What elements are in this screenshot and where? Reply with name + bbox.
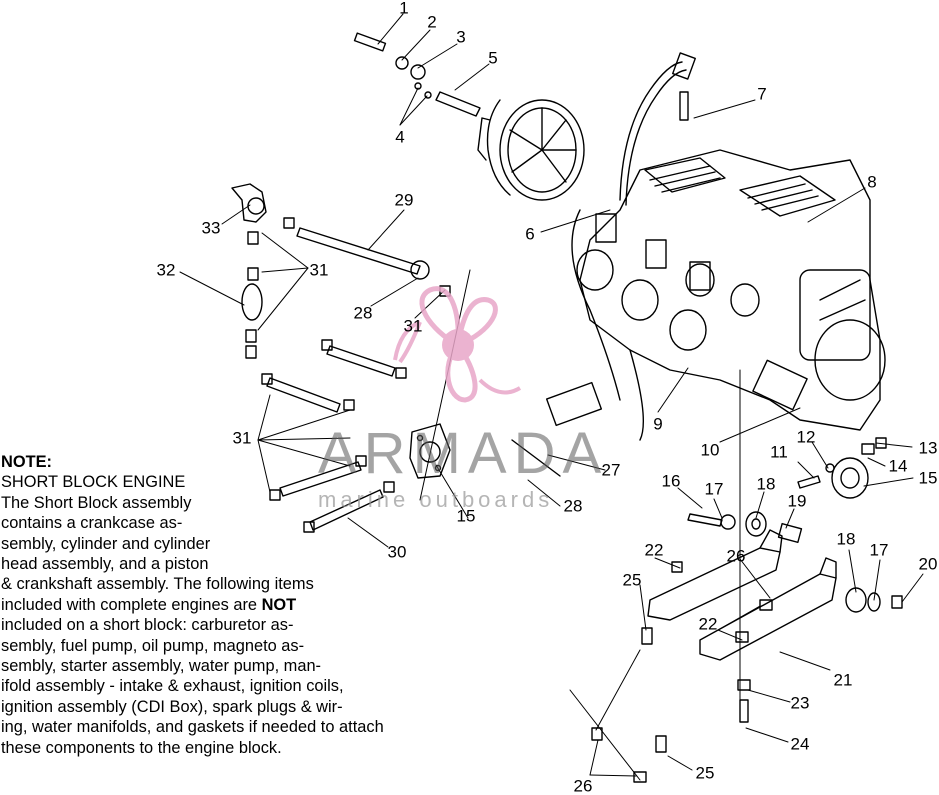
callout-number: 9 (653, 414, 663, 434)
fuel-hoses (261, 227, 451, 533)
callout-number: 27 (601, 460, 621, 480)
engine-block (579, 149, 886, 431)
watermark-brand: ARMADA (318, 421, 609, 486)
callout-number: 7 (757, 84, 767, 104)
note-line: ifold assembly - intake & exhaust, ignit… (1, 677, 344, 696)
note-line: sembly, starter assembly, water pump, ma… (1, 657, 322, 676)
note-line: sembly, cylinder and cylinder (1, 534, 211, 553)
callout-number: 5 (488, 48, 498, 68)
note-line: included with complete engines are NOT (1, 595, 471, 615)
dipstick (511, 439, 561, 477)
callout-number: 11 (770, 442, 788, 462)
callout-number: 8 (867, 172, 877, 192)
callout-number: 31 (232, 428, 252, 448)
callout-number: 2 (427, 12, 437, 32)
note-line: included on a short block: carburetor as… (1, 616, 294, 635)
note-line: SHORT BLOCK ENGINE (1, 473, 186, 492)
engine-plate (752, 359, 808, 411)
watermark-tagline: marine outboards (318, 487, 554, 512)
callout-number: 26 (726, 546, 746, 566)
callout-number: 21 (833, 670, 853, 690)
note-not-emphasis: NOT (261, 595, 297, 614)
note-line: ing, water manifolds, and gaskets if nee… (1, 718, 384, 737)
callout-number: 18 (756, 474, 776, 494)
callout-number: 20 (918, 554, 938, 574)
callout-number: 33 (201, 218, 221, 238)
carburetors (545, 209, 760, 441)
callout-number: 31 (309, 260, 329, 280)
callout-number: 29 (394, 190, 414, 210)
fuel-pump-assembly (231, 183, 295, 359)
callout-number: 25 (695, 763, 715, 783)
note-line: ignition assembly (CDI Box), spark plugs… (1, 697, 343, 716)
leader-lines (179, 13, 924, 777)
callout-number: 28 (353, 303, 373, 323)
water-pump (797, 437, 887, 499)
callout-number: 31 (403, 316, 423, 336)
note-line: head assembly, and a piston (1, 555, 209, 574)
note-line: contains a crankcase as- (1, 514, 183, 533)
callout-number: 25 (622, 570, 642, 590)
alignment-lines (419, 269, 741, 781)
armada-logo-icon (393, 286, 522, 403)
callout-number: 32 (156, 260, 176, 280)
callout-number: 28 (563, 496, 583, 516)
motor-mount (591, 511, 903, 783)
callout-number: 22 (644, 540, 664, 560)
callout-number: 4 (395, 127, 405, 147)
callout-number: 6 (525, 224, 535, 244)
spark-plug-wire (619, 52, 696, 206)
callout-number: 17 (704, 479, 724, 499)
note-line: The Short Block assembly (1, 493, 192, 512)
callout-number: 24 (790, 734, 810, 754)
callout-number: 22 (698, 614, 718, 634)
callout-number: 23 (790, 693, 810, 713)
callout-number: 16 (661, 471, 681, 491)
flywheel (477, 99, 585, 201)
callout-number: 14 (888, 456, 908, 476)
callout-number: 18 (836, 529, 856, 549)
callout-number: 15 (918, 468, 938, 488)
oil-pump (409, 423, 451, 479)
callout-number: 15 (456, 506, 476, 526)
callout-number: 3 (456, 27, 466, 47)
callout-number: 30 (387, 542, 407, 562)
note-line: sembly, fuel pump, oil pump, magneto as- (1, 636, 305, 655)
callout-number: 26 (573, 776, 593, 795)
note-line: these components to the engine block. (1, 738, 282, 757)
note-heading: NOTE: (1, 453, 52, 471)
callout-number: 19 (787, 491, 807, 511)
callout-number: 17 (869, 540, 889, 560)
callout-number: 13 (918, 438, 938, 458)
note-line-text: included with complete engines are (1, 595, 262, 614)
note-line: & crankshaft assembly. The following ite… (1, 575, 314, 594)
short-block-note: NOTE: SHORT BLOCK ENGINE The Short Block… (1, 452, 471, 758)
callout-number: 1 (399, 0, 409, 18)
callout-number: 10 (700, 440, 720, 460)
flywheel-bolt-group (353, 32, 481, 117)
callout-number: 12 (796, 427, 816, 447)
